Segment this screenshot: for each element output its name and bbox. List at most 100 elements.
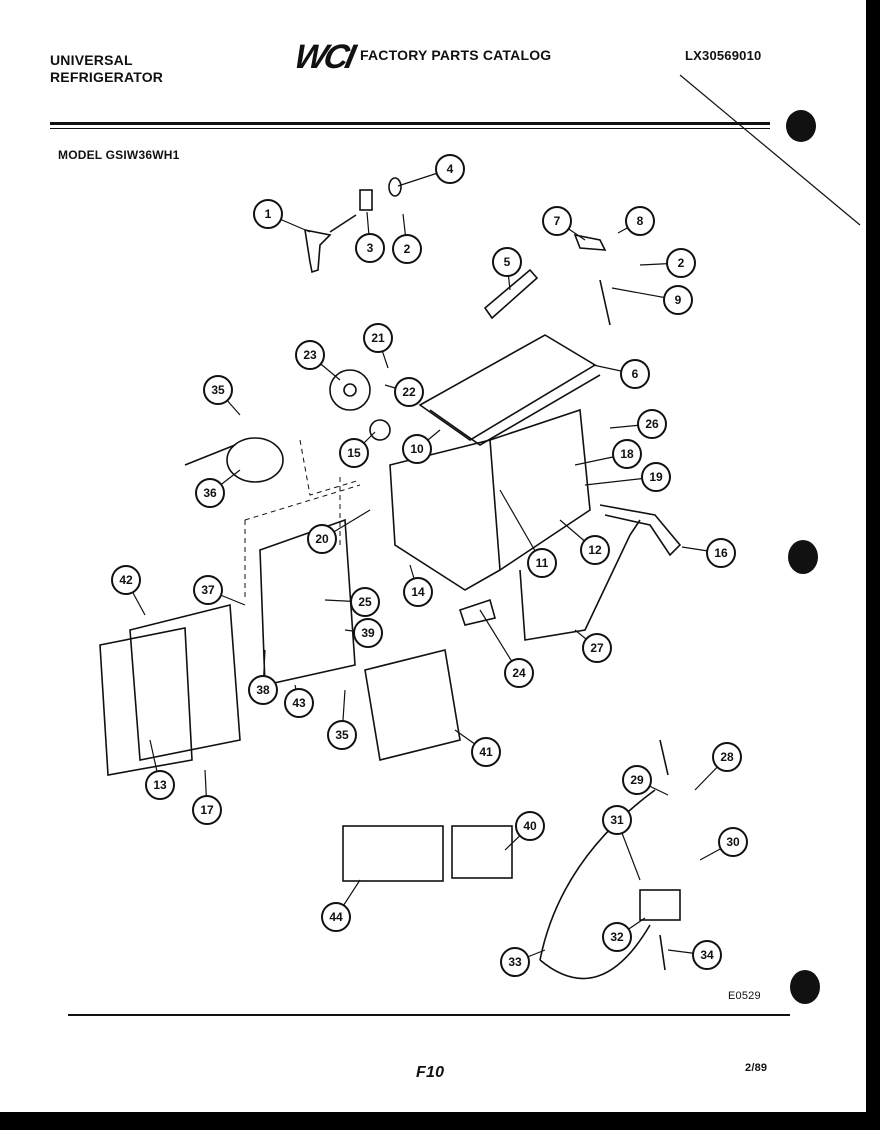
callout-30: 30 — [699, 827, 748, 861]
callout-circle-33 — [500, 947, 530, 977]
callout-number: 11 — [536, 556, 549, 570]
fill-cup-part — [573, 233, 607, 251]
callout-number: 36 — [203, 486, 217, 500]
callout-39: 39 — [344, 618, 383, 648]
callout-22: 22 — [384, 377, 424, 407]
callout-circle-10 — [402, 434, 432, 464]
catalog-number: LX30569010 — [685, 48, 762, 63]
callout-circle-35 — [327, 720, 357, 750]
callout-number: 42 — [119, 573, 133, 587]
control-housing-part — [389, 438, 501, 591]
callout-9: 9 — [611, 285, 693, 315]
callout-44: 44 — [321, 879, 361, 932]
brand-line-2: REFRIGERATOR — [50, 69, 164, 85]
callout-15: 15 — [339, 431, 376, 468]
callout-number: 19 — [649, 470, 663, 484]
callout-number: 31 — [610, 813, 624, 827]
callout-number: 20 — [315, 532, 329, 546]
callout-circle-2 — [666, 248, 696, 278]
callout-19: 19 — [584, 462, 671, 492]
scan-diagonal-line — [679, 74, 861, 226]
callout-circle-12 — [580, 535, 610, 565]
callout-36: 36 — [195, 469, 241, 508]
callout-number: 30 — [726, 835, 740, 849]
brand-line-1: UNIVERSAL — [50, 52, 133, 68]
callout-35: 35 — [203, 375, 241, 416]
callout-circle-25 — [350, 587, 380, 617]
kit-box-44 — [342, 825, 444, 882]
wire-harness-part — [304, 228, 332, 274]
callout-circle-3 — [355, 233, 385, 263]
callout-41: 41 — [454, 729, 501, 767]
cover-panel-part — [99, 627, 193, 776]
callout-circle-9 — [663, 285, 693, 315]
binder-hole-top — [786, 110, 816, 142]
callout-1: 1 — [253, 199, 311, 233]
callout-number: 32 — [610, 930, 624, 944]
callout-12: 12 — [559, 519, 610, 565]
callout-circle-18 — [612, 439, 642, 469]
catalog-title: FACTORY PARTS CATALOG — [360, 47, 552, 63]
callout-number: 28 — [720, 750, 734, 764]
callout-number: 44 — [329, 910, 343, 924]
callout-circle-28 — [712, 742, 742, 772]
callout-circle-14 — [403, 577, 433, 607]
callout-circle-30 — [718, 827, 748, 857]
callout-circle-26 — [637, 409, 667, 439]
header-rule — [50, 122, 770, 125]
callout-number: 25 — [358, 595, 372, 609]
shutoff-arm-part — [519, 519, 641, 641]
callout-11: 11 — [499, 489, 557, 578]
callout-circle-31 — [602, 805, 632, 835]
callout-number: 15 — [347, 446, 361, 460]
callout-number: 24 — [512, 666, 526, 680]
water-tube-loop — [539, 924, 651, 980]
callout-circle-44 — [321, 902, 351, 932]
header-rule-thin — [50, 128, 770, 129]
callout-number: 3 — [367, 241, 374, 255]
callout-circle-39 — [353, 618, 383, 648]
callout-37: 37 — [193, 575, 246, 606]
thermostat-part — [458, 598, 496, 626]
drive-gear-part — [329, 369, 371, 411]
front-cover-part — [129, 603, 241, 761]
callout-38: 38 — [248, 649, 278, 705]
ejector-wire-part — [599, 504, 682, 557]
callout-circle-7 — [542, 206, 572, 236]
callout-number: 41 — [479, 745, 493, 759]
callout-26: 26 — [609, 409, 667, 439]
callout-number: 17 — [200, 803, 214, 817]
harness-lead — [329, 214, 357, 233]
callout-14: 14 — [403, 564, 433, 607]
kit-box-40 — [451, 825, 513, 879]
diagram-code: E0529 — [728, 990, 761, 1002]
callout-20: 20 — [307, 509, 371, 554]
callout-circle-11 — [527, 548, 557, 578]
callout-circle-21 — [363, 323, 393, 353]
bearing-part — [359, 189, 373, 211]
callout-number: 7 — [554, 214, 561, 228]
callout-circle-4 — [435, 154, 465, 184]
callout-24: 24 — [479, 609, 534, 688]
print-date: 2/89 — [745, 1062, 768, 1074]
mounting-plate-part — [259, 518, 356, 686]
callout-circle-42 — [111, 565, 141, 595]
callout-34: 34 — [667, 940, 722, 970]
callout-18: 18 — [574, 439, 642, 469]
callout-31: 31 — [602, 805, 641, 881]
callout-number: 14 — [411, 585, 425, 599]
callout-23: 23 — [295, 340, 341, 381]
callout-29: 29 — [622, 765, 669, 796]
page-number: F10 — [416, 1064, 445, 1081]
callout-circle-17 — [192, 795, 222, 825]
callout-40: 40 — [504, 811, 545, 851]
callout-circle-37 — [193, 575, 223, 605]
washer-part — [388, 177, 402, 197]
callout-3: 3 — [355, 211, 385, 263]
callout-2: 2 — [392, 213, 422, 264]
water-valve-part — [639, 889, 681, 921]
callout-circle-20 — [307, 524, 337, 554]
binder-hole-bottom — [790, 970, 820, 1004]
callout-33: 33 — [500, 947, 546, 977]
